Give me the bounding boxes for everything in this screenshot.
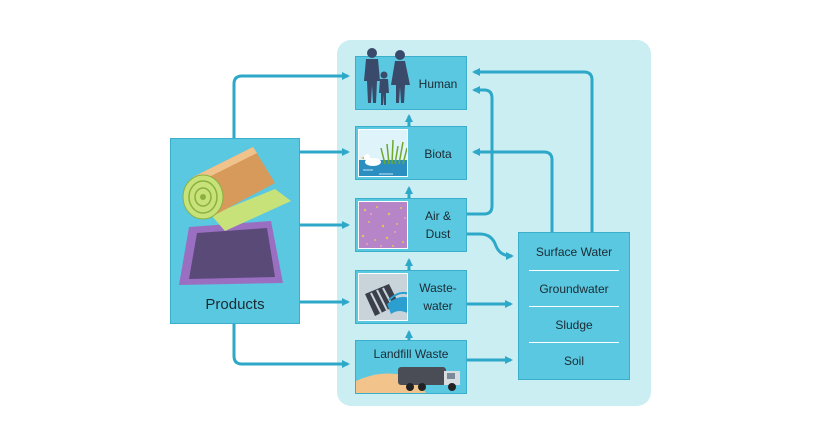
wastewater-label-line1: Waste- xyxy=(419,281,457,295)
sludge-label: Sludge xyxy=(555,318,593,332)
groundwater-label: Groundwater xyxy=(539,282,609,296)
arrow-products-landfill xyxy=(232,324,350,368)
products-box: Products xyxy=(170,138,300,324)
garbage-truck-icon xyxy=(356,367,460,393)
biota-box: Biota xyxy=(355,126,467,180)
products-label: Products xyxy=(205,296,265,313)
arrow-media-human xyxy=(472,68,594,232)
media-divider xyxy=(529,270,619,271)
human-label: Human xyxy=(418,77,458,91)
dust-particles-icon xyxy=(358,201,408,249)
drain-grate-icon xyxy=(358,273,408,321)
media-divider xyxy=(529,342,619,343)
air-dust-box: Air & Dust xyxy=(355,198,467,252)
family-silhouette-icon xyxy=(364,48,410,105)
air-dust-label-line2: Dust xyxy=(425,227,451,241)
human-box: Human xyxy=(355,48,467,110)
wastewater-box: Waste- water xyxy=(355,270,467,324)
landfill-box: Landfill Waste xyxy=(355,340,467,394)
media-divider xyxy=(529,306,619,307)
environmental-media-box: Surface Water Groundwater Sludge Soil xyxy=(518,232,630,380)
wastewater-label-line2: water xyxy=(423,299,453,313)
landfill-label: Landfill Waste xyxy=(373,347,449,361)
soil-label: Soil xyxy=(563,354,584,368)
air-dust-label-line1: Air & xyxy=(424,209,451,223)
fabric-roll-and-mat-icon xyxy=(179,147,291,285)
arrow-airdust-media xyxy=(467,232,514,260)
arrow-media-biota xyxy=(472,148,554,232)
surface-water-label: Surface Water xyxy=(535,245,613,259)
biota-label: Biota xyxy=(424,147,452,161)
duck-in-pond-icon xyxy=(358,129,408,177)
arrow-products-human xyxy=(232,72,350,138)
